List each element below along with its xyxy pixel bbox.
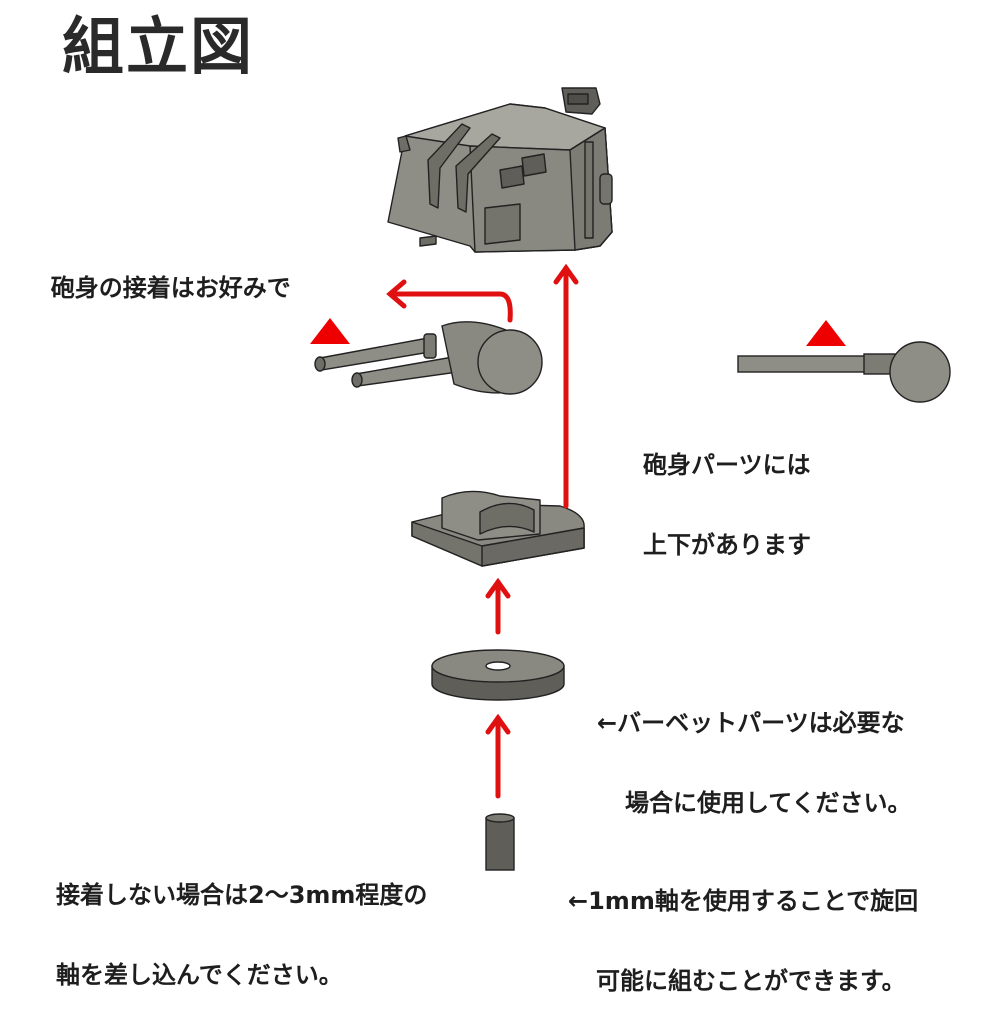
assembly-diagram xyxy=(310,87,951,871)
barbette-ring-part xyxy=(431,649,565,701)
arrow-pin-to-ring-head xyxy=(485,713,511,735)
note-no-glue-line1: 接着しない場合は2〜3mm程度の xyxy=(56,880,428,909)
arrow-ring-to-base-head xyxy=(485,577,511,599)
turret-base-part xyxy=(411,490,585,567)
note-barrel-updown-line2: 上下があります xyxy=(643,531,811,560)
arrow-base-to-turret-head xyxy=(553,263,579,285)
top-marker-side-view xyxy=(806,320,846,346)
barrel-assembly-part xyxy=(314,321,543,395)
page-title: 組立図 xyxy=(62,10,255,83)
note-barrel-glue: 砲身の接着はお好みで xyxy=(34,248,291,302)
turret-part xyxy=(387,87,613,253)
axis-pin-part xyxy=(485,813,515,871)
note-barrel-updown: 砲身パーツには 上下があります xyxy=(643,398,811,586)
note-barbette-line1: ←バーベットパーツは必要な xyxy=(597,708,905,737)
arrow-barrel-to-turret xyxy=(389,291,513,323)
note-no-glue-line2: 軸を差し込んでください。 xyxy=(56,961,343,990)
note-barbette: ←バーベットパーツは必要な 場合に使用してください。 xyxy=(597,656,912,844)
arrow-barrel-head xyxy=(386,279,407,309)
note-barbette-line2: 場合に使用してください。 xyxy=(625,789,912,818)
note-barrel-glue-text: 砲身の接着はお好みで xyxy=(50,273,291,302)
note-axis-line1: ←1mm軸を使用することで旋回 xyxy=(568,886,919,915)
top-marker-assembly xyxy=(310,318,350,344)
note-barrel-updown-line1: 砲身パーツには xyxy=(643,450,811,479)
barrel-side-view-part xyxy=(737,341,951,403)
note-axis-line2: 可能に組むことができます。 xyxy=(596,967,906,996)
